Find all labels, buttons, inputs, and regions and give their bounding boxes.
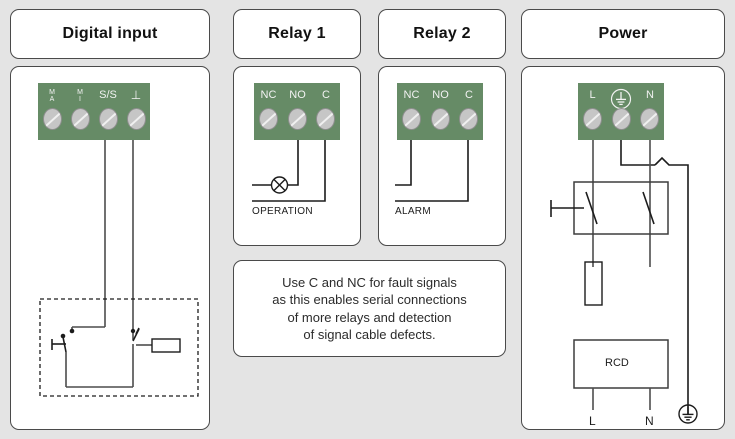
panel-header-relay-2: Relay 2 bbox=[378, 9, 506, 59]
relay-2-caption: ALARM bbox=[395, 206, 431, 217]
screw-terminal-mi[interactable] bbox=[71, 108, 90, 130]
terminal-label-relay1-nc: NC bbox=[260, 89, 277, 101]
screw-terminal-relay2-nc[interactable] bbox=[402, 108, 421, 130]
screw-terminal-relay1-nc[interactable] bbox=[259, 108, 278, 130]
panel-title-power: Power bbox=[598, 25, 648, 42]
terminal-block-relay-2: NC NO C bbox=[397, 83, 483, 140]
screw-terminal-relay1-c[interactable] bbox=[316, 108, 335, 130]
panel-title-digital-input: Digital input bbox=[62, 25, 158, 42]
screw-terminal-ma[interactable] bbox=[43, 108, 62, 130]
terminal-block-power: L N bbox=[578, 83, 664, 140]
panel-header-relay-1: Relay 1 bbox=[233, 9, 361, 59]
panel-title-relay-1: Relay 1 bbox=[268, 25, 326, 42]
note-line-4: of signal cable defects. bbox=[303, 326, 436, 342]
terminal-label-relay2-no: NO bbox=[432, 89, 449, 101]
terminal-label-relay2-nc: NC bbox=[403, 89, 420, 101]
relay-1-caption: OPERATION bbox=[252, 206, 313, 217]
terminal-label-power-n: N bbox=[646, 89, 654, 101]
terminal-label-relay1-c: C bbox=[322, 89, 330, 101]
screw-terminal-earth[interactable] bbox=[127, 108, 146, 130]
screw-terminal-power-earth[interactable] bbox=[612, 108, 631, 130]
terminal-label-power-l: L bbox=[589, 89, 596, 101]
terminal-label-earth: ⊥ bbox=[130, 88, 142, 102]
screw-terminal-power-n[interactable] bbox=[640, 108, 659, 130]
terminal-block-relay-1: NC NO C bbox=[254, 83, 340, 140]
rcd-label: RCD bbox=[605, 357, 629, 369]
screw-terminal-ss[interactable] bbox=[99, 108, 118, 130]
screw-terminal-relay1-no[interactable] bbox=[288, 108, 307, 130]
terminal-label-ss: S/S bbox=[99, 89, 117, 101]
terminal-label-relay1-no: NO bbox=[289, 89, 306, 101]
note-line-3: of more relays and detection bbox=[287, 309, 452, 325]
power-bottom-label-n: N bbox=[645, 414, 654, 428]
power-bottom-label-l: L bbox=[589, 414, 596, 428]
screw-terminal-power-l[interactable] bbox=[583, 108, 602, 130]
panel-title-relay-2: Relay 2 bbox=[413, 25, 471, 42]
note-box: Use C and NC for fault signals as this e… bbox=[233, 260, 506, 357]
panel-header-digital-input: Digital input bbox=[10, 9, 210, 59]
terminal-label-relay2-c: C bbox=[465, 89, 473, 101]
panel-header-power: Power bbox=[521, 9, 725, 59]
note-line-1: Use C and NC for fault signals bbox=[282, 274, 457, 290]
note-line-2: as this enables serial connections bbox=[272, 292, 467, 308]
screw-terminal-relay2-no[interactable] bbox=[431, 108, 450, 130]
screw-terminal-relay2-c[interactable] bbox=[459, 108, 478, 130]
